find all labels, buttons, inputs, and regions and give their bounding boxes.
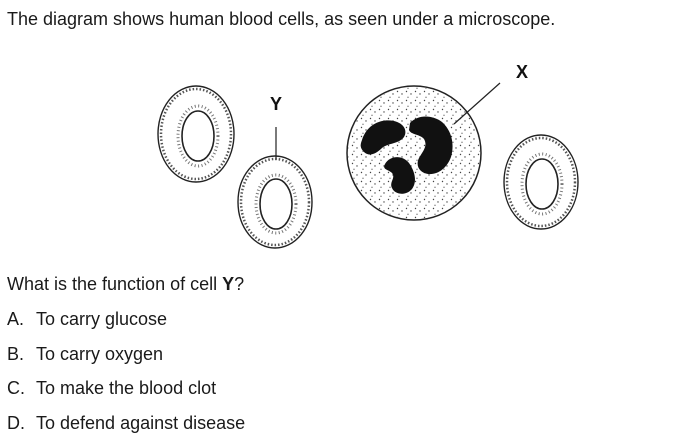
option-text: To make the blood clot	[36, 378, 216, 413]
option-text: To defend against disease	[36, 413, 245, 447]
option-c[interactable]: C. To make the blood clot	[7, 378, 245, 413]
label-x: X	[516, 62, 528, 82]
option-letter: C.	[7, 378, 36, 413]
option-d[interactable]: D. To defend against disease	[7, 413, 245, 447]
question-cell-label: Y	[222, 274, 234, 294]
blood-cells-diagram: Y X	[0, 0, 691, 270]
option-a[interactable]: A. To carry glucose	[7, 309, 245, 344]
option-letter: D.	[7, 413, 36, 447]
answer-options: A. To carry glucose B. To carry oxygen C…	[7, 309, 245, 447]
option-text: To carry oxygen	[36, 344, 163, 379]
red-blood-cell-y	[238, 156, 312, 248]
pointer-line-x	[454, 83, 500, 124]
option-text: To carry glucose	[36, 309, 167, 344]
red-blood-cell-left	[158, 86, 234, 182]
option-letter: A.	[7, 309, 36, 344]
label-y: Y	[270, 94, 282, 114]
option-b[interactable]: B. To carry oxygen	[7, 344, 245, 379]
question-prefix: What is the function of cell	[7, 274, 222, 294]
red-blood-cell-right	[504, 135, 578, 229]
white-blood-cell-x	[347, 86, 481, 220]
question-suffix: ?	[234, 274, 244, 294]
question-text: What is the function of cell Y?	[7, 274, 244, 295]
option-letter: B.	[7, 344, 36, 379]
